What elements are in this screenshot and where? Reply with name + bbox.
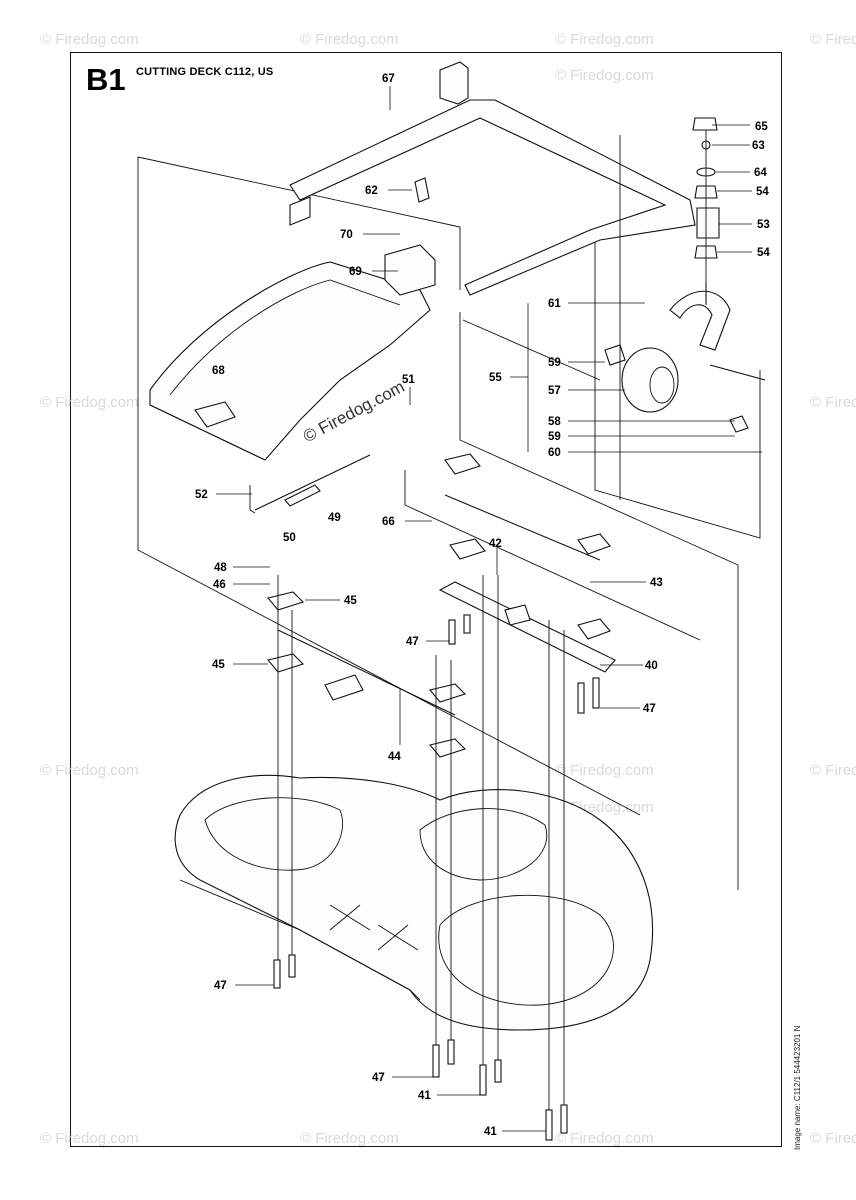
watermark: © Firedog.com: [40, 31, 139, 48]
watermark: © Firedog.com: [555, 1130, 654, 1147]
callout-58: 58: [548, 416, 561, 428]
callout-55: 55: [489, 372, 502, 384]
watermark: © Firedog.com: [300, 31, 399, 48]
callout-63: 63: [752, 140, 765, 152]
callout-59: 59: [548, 431, 561, 443]
watermark: © Firedog.com: [555, 762, 654, 779]
callout-69: 69: [349, 266, 362, 278]
callout-66: 66: [382, 516, 395, 528]
callout-60: 60: [548, 447, 561, 459]
watermark: © Firedog.com: [810, 31, 856, 48]
bracket-40: [438, 581, 616, 673]
callout-62: 62: [365, 185, 378, 197]
watermark: © Firedog.com: [555, 31, 654, 48]
callout-51: 51: [402, 374, 415, 386]
diagram-frame: [70, 52, 782, 1147]
watermark: © Firedog.com: [810, 394, 856, 411]
callout-49: 49: [328, 512, 341, 524]
watermark: © Firedog.com: [300, 1130, 399, 1147]
watermark: © Firedog.com: [40, 1130, 139, 1147]
watermark: © Firedog.com: [40, 394, 139, 411]
callout-45: 45: [212, 659, 225, 671]
callout-47: 47: [406, 636, 419, 648]
callout-54: 54: [756, 186, 769, 198]
bolts: [273, 614, 600, 1141]
callout-47: 47: [214, 980, 227, 992]
callout-43: 43: [650, 577, 663, 589]
cutting-deck-shell: [174, 774, 654, 1031]
watermark: © Firedog.com: [810, 762, 856, 779]
callout-45: 45: [344, 595, 357, 607]
callout-40: 40: [645, 660, 658, 672]
callout-47: 47: [643, 703, 656, 715]
leader-lines: [216, 86, 762, 1132]
spindle-stack: [692, 117, 720, 305]
callout-44: 44: [388, 751, 401, 763]
caster-wheel-57: [604, 290, 766, 433]
assembly-outlines: [137, 156, 761, 890]
section-code: B1: [86, 62, 126, 97]
callout-48: 48: [214, 562, 227, 574]
callout-50: 50: [283, 532, 296, 544]
front-shaft-assembly: [267, 591, 467, 758]
callout-42: 42: [489, 538, 502, 550]
callout-47: 47: [372, 1072, 385, 1084]
callout-52: 52: [195, 489, 208, 501]
callout-68: 68: [212, 365, 225, 377]
callout-70: 70: [340, 229, 353, 241]
callout-46: 46: [213, 579, 226, 591]
callout-65: 65: [755, 121, 768, 133]
deck-frame-bar: [289, 61, 696, 296]
assembly-axes: [277, 130, 707, 1110]
callout-54: 54: [757, 247, 770, 259]
callout-53: 53: [757, 219, 770, 231]
callout-64: 64: [754, 167, 767, 179]
watermark: © Firedog.com: [555, 67, 654, 84]
section-title: CUTTING DECK C112, US: [136, 66, 274, 78]
bracket-69: [384, 177, 436, 296]
callout-41: 41: [484, 1126, 497, 1138]
lift-arm-68: [149, 261, 431, 461]
callout-61: 61: [548, 298, 561, 310]
rear-shaft-assembly: [444, 453, 611, 640]
callout-labels: 67 62 70 69 68 51 52 50 49 66 65 63 64 5…: [195, 73, 770, 1138]
callout-57: 57: [548, 385, 561, 397]
watermark: © Firedog.com: [40, 762, 139, 779]
watermark: © Firedog.com: [810, 1130, 856, 1147]
callout-59: 59: [548, 357, 561, 369]
callout-67: 67: [382, 73, 395, 85]
callout-41: 41: [418, 1090, 431, 1102]
rod-assembly-49: [249, 454, 371, 514]
